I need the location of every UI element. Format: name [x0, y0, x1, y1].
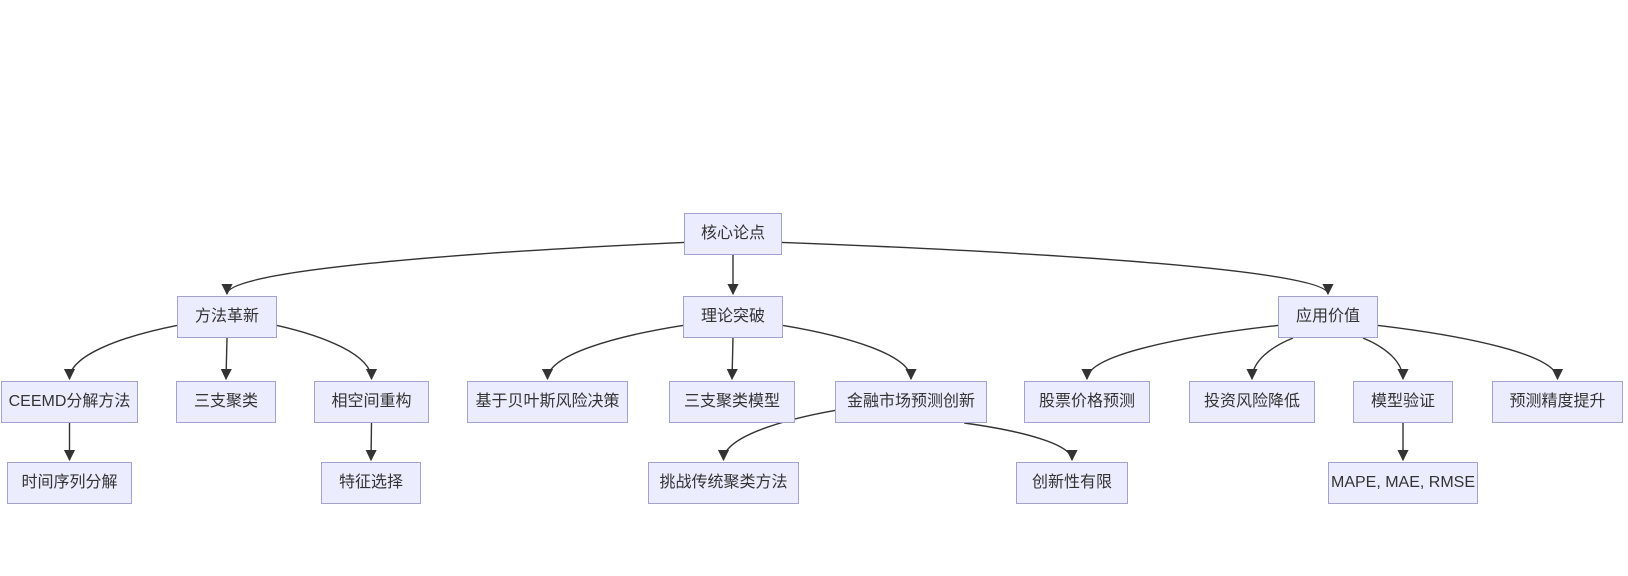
- flowchart-node-core: 核心论点: [684, 213, 782, 255]
- node-label: CEEMD分解方法: [8, 393, 131, 410]
- flowchart-node-challenge: 挑战传统聚类方法: [648, 462, 799, 504]
- flowchart-node-ceemd: CEEMD分解方法: [1, 381, 138, 423]
- edge-application-to-invest: [1246, 337, 1294, 381]
- edge-theory-to-bayes: [541, 324, 684, 381]
- flowchart-node-feature: 特征选择: [321, 462, 421, 504]
- node-label: 创新性有限: [1031, 474, 1112, 491]
- edge-application-to-stock: [1081, 324, 1279, 381]
- edge-theory-to-twcmodel: [726, 337, 738, 381]
- edge-phasespace-to-feature: [365, 422, 377, 462]
- flowchart-node-stock: 股票价格预测: [1024, 381, 1150, 423]
- flowchart-node-modelvalid: 模型验证: [1353, 381, 1453, 423]
- node-label: 投资风险降低: [1203, 393, 1300, 410]
- flowchart-node-finmarket: 金融市场预测创新: [835, 381, 987, 423]
- edge-finmarket-to-innovation: [964, 422, 1078, 462]
- edge-theory-to-finmarket: [782, 324, 917, 381]
- edge-method-to-ceemd: [63, 324, 178, 381]
- node-label: 方法革新: [194, 308, 259, 325]
- node-label: 基于贝叶斯风险决策: [475, 393, 620, 410]
- node-label: 预测精度提升: [1509, 393, 1606, 410]
- node-label: 三支聚类模型: [683, 393, 780, 410]
- node-label: 理论突破: [700, 308, 765, 325]
- flowchart-node-invest: 投资风险降低: [1189, 381, 1315, 423]
- edge-application-to-modelvalid: [1362, 337, 1409, 381]
- flowchart-node-phasespace: 相空间重构: [314, 381, 429, 423]
- flowchart-node-application: 应用价值: [1278, 296, 1378, 338]
- flowchart-node-mape: MAPE, MAE, RMSE: [1328, 462, 1478, 504]
- node-label: 股票价格预测: [1038, 393, 1135, 410]
- flowchart-node-twcmodel: 三支聚类模型: [669, 381, 795, 423]
- node-label: MAPE, MAE, RMSE: [1330, 474, 1476, 491]
- edge-core-to-application: [781, 241, 1334, 296]
- node-label: 相空间重构: [331, 393, 412, 410]
- flowchart-node-threeway: 三支聚类: [176, 381, 276, 423]
- flowchart-node-timeseries: 时间序列分解: [7, 462, 132, 504]
- edge-method-to-phasespace: [276, 324, 378, 381]
- node-label: 时间序列分解: [21, 474, 118, 491]
- edge-application-to-precision: [1377, 324, 1564, 381]
- flowchart-node-innovation: 创新性有限: [1016, 462, 1128, 504]
- flowchart-node-theory: 理论突破: [683, 296, 783, 338]
- node-label: 核心论点: [700, 225, 765, 242]
- node-label: 特征选择: [338, 474, 403, 491]
- node-label: 三支聚类: [193, 393, 258, 410]
- edge-core-to-method: [221, 241, 685, 296]
- node-label: 金融市场预测创新: [846, 393, 975, 410]
- flowchart-node-method: 方法革新: [177, 296, 277, 338]
- node-label: 应用价值: [1295, 308, 1360, 325]
- node-label: 模型验证: [1370, 393, 1435, 410]
- node-label: 挑战传统聚类方法: [659, 474, 788, 491]
- flowchart-node-precision: 预测精度提升: [1492, 381, 1623, 423]
- edge-method-to-threeway: [220, 337, 232, 381]
- flowchart-node-bayes: 基于贝叶斯风险决策: [467, 381, 628, 423]
